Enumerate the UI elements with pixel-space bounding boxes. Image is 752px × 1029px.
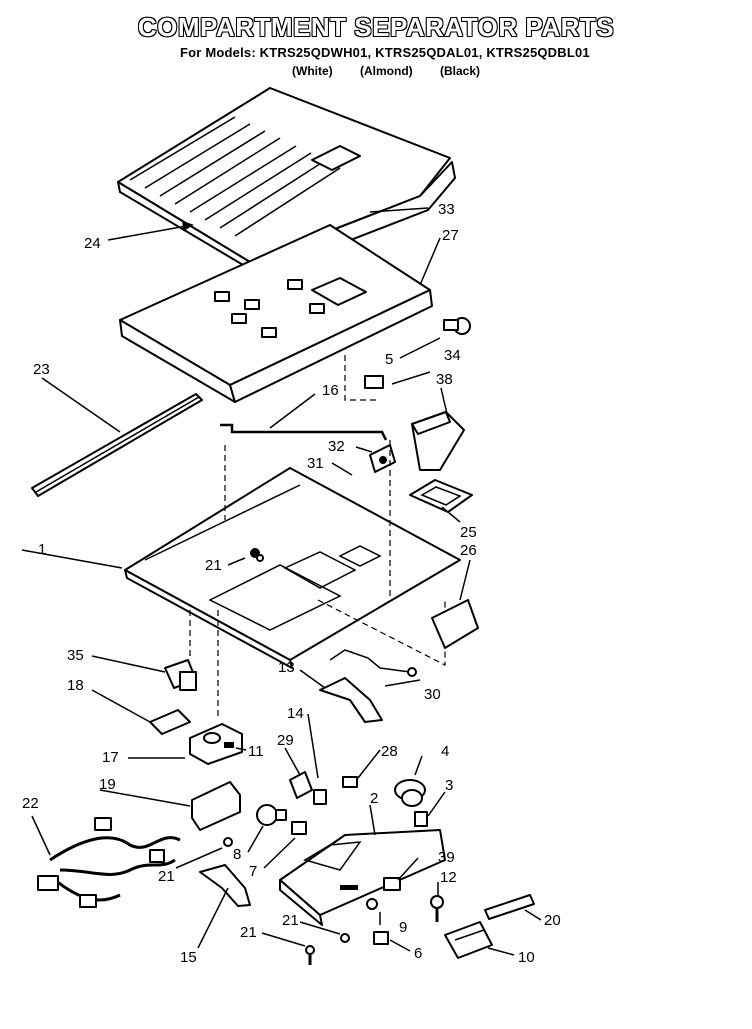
part-1-main-panel bbox=[124, 440, 461, 669]
part-31-32-clip bbox=[369, 444, 396, 473]
callout-29: 29 bbox=[277, 732, 294, 749]
part-29-switch bbox=[289, 771, 313, 799]
callout-28: 28 bbox=[381, 743, 398, 760]
part-23-strip bbox=[31, 393, 203, 497]
callout-25: 25 bbox=[460, 524, 477, 541]
part-19-bracket bbox=[191, 781, 241, 831]
part-27-separator-frame bbox=[119, 224, 433, 403]
callout-14: 14 bbox=[287, 705, 304, 722]
part-7-socket bbox=[291, 821, 307, 835]
variant-almond: (Almond) bbox=[360, 64, 413, 78]
page-title: COMPARTMENT SEPARATOR PARTS bbox=[137, 12, 615, 42]
callout-4: 4 bbox=[441, 743, 449, 760]
part-15-bracket bbox=[199, 864, 251, 907]
callout-2: 2 bbox=[370, 790, 378, 807]
callout-1: 1 bbox=[38, 541, 46, 558]
callout-5: 5 bbox=[385, 351, 393, 368]
callout-7: 7 bbox=[249, 863, 257, 880]
callout-32: 32 bbox=[328, 438, 345, 455]
part-10-heater bbox=[444, 921, 493, 959]
part-39-connector bbox=[383, 877, 401, 891]
part-8-bulb bbox=[256, 804, 287, 826]
callout-18: 18 bbox=[67, 677, 84, 694]
part-22-wire-harness bbox=[37, 817, 181, 908]
part-26-duct bbox=[431, 599, 479, 649]
part-14-clip bbox=[313, 789, 327, 805]
callout-38: 38 bbox=[436, 371, 453, 388]
callout-20: 20 bbox=[544, 912, 561, 929]
part-13-bracket bbox=[319, 677, 383, 723]
part-30-wire bbox=[329, 649, 411, 673]
part-28-pad bbox=[342, 776, 358, 788]
callout-27: 27 bbox=[442, 227, 459, 244]
part-17-11-housing bbox=[189, 723, 243, 765]
variant-black: (Black) bbox=[440, 64, 481, 78]
callout-21-a: 21 bbox=[205, 557, 222, 574]
callout-13: 13 bbox=[278, 659, 295, 676]
part-12-screw bbox=[430, 895, 444, 922]
part-5-34-fastener bbox=[344, 317, 471, 401]
part-4-motor bbox=[394, 779, 426, 807]
callout-23: 23 bbox=[33, 361, 50, 378]
part-2-control-housing bbox=[279, 829, 446, 926]
part-9-nut bbox=[366, 898, 378, 910]
callout-24: 24 bbox=[84, 235, 101, 252]
callout-16: 16 bbox=[322, 382, 339, 399]
screw-21 bbox=[223, 554, 350, 965]
callout-15: 15 bbox=[180, 949, 197, 966]
callout-6: 6 bbox=[414, 945, 422, 962]
callout-39: 39 bbox=[438, 849, 455, 866]
part-38-bin bbox=[411, 411, 465, 471]
part-3-clip bbox=[414, 811, 428, 827]
callout-35: 35 bbox=[67, 647, 84, 664]
callout-19: 19 bbox=[99, 776, 116, 793]
callout-22: 22 bbox=[22, 795, 39, 812]
callout-17: 17 bbox=[102, 749, 119, 766]
callout-33: 33 bbox=[438, 201, 455, 218]
callout-26: 26 bbox=[460, 542, 477, 559]
callout-31: 31 bbox=[307, 455, 324, 472]
models-line: For Models: KTRS25QDWH01, KTRS25QDAL01, … bbox=[180, 45, 590, 60]
part-25-gasket bbox=[409, 479, 473, 513]
callout-10: 10 bbox=[518, 949, 535, 966]
callout-21-c: 21 bbox=[282, 912, 299, 929]
callout-30: 30 bbox=[424, 686, 441, 703]
callout-11: 11 bbox=[248, 743, 264, 760]
part-35-clip bbox=[164, 659, 197, 691]
callout-21-b: 21 bbox=[158, 868, 175, 885]
part-20-rod bbox=[484, 894, 535, 920]
callout-9: 9 bbox=[399, 919, 407, 936]
callout-3: 3 bbox=[445, 777, 453, 794]
variant-white: (White) bbox=[292, 64, 333, 78]
part-24-top-cover bbox=[117, 87, 451, 273]
callout-12: 12 bbox=[440, 869, 457, 886]
callout-34: 34 bbox=[444, 347, 461, 364]
part-6-connector bbox=[373, 931, 389, 945]
part-16-wire bbox=[220, 423, 388, 441]
callout-21-d: 21 bbox=[240, 924, 257, 941]
callout-8: 8 bbox=[233, 846, 241, 863]
part-18-frame bbox=[149, 709, 191, 735]
